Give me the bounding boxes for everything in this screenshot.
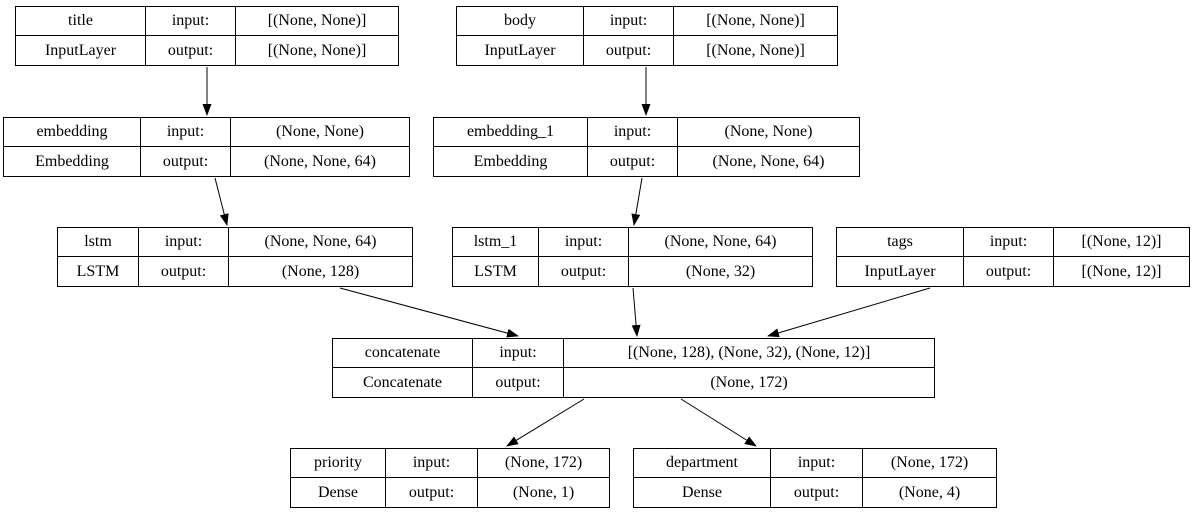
layer-type: InputLayer: [16, 36, 146, 65]
output-shape: [(None, None)]: [267, 41, 367, 59]
input-shape: (None, 172): [478, 449, 609, 478]
layer-type: InputLayer: [837, 257, 964, 286]
node-embedding_1: embedding_1 input: (None, None) Embeddin…: [433, 117, 860, 177]
input-shape: [(None, 12)]: [1054, 228, 1189, 257]
edge-lstm-concatenate: [339, 287, 519, 338]
input-shape: (None, None, 64): [629, 228, 812, 257]
input-label: input:: [588, 118, 678, 147]
input-shape: (None, None): [231, 118, 409, 147]
node-lstm: lstm input: (None, None, 64) LSTM output…: [57, 227, 413, 287]
input-label: input:: [964, 228, 1054, 257]
layer-type: Concatenate: [333, 368, 473, 397]
edge-concatenate-department: [680, 398, 757, 447]
layer-name: tags: [837, 228, 964, 257]
input-shape: [(None, None)]: [236, 7, 398, 36]
layer-type: LSTM: [453, 257, 539, 286]
layer-type: Dense: [291, 478, 386, 507]
output-shape: (None, None, 64): [264, 152, 376, 170]
input-label: input:: [473, 339, 564, 368]
output-label: output:: [473, 368, 564, 397]
edge-embedding_1-lstm_1: [631, 177, 643, 226]
layer-name: department: [634, 449, 771, 478]
output-label: output:: [139, 257, 229, 286]
node-lstm_1: lstm_1 input: (None, None, 64) LSTM outp…: [452, 227, 813, 287]
output-label: output:: [964, 257, 1054, 286]
layer-type: InputLayer: [457, 36, 584, 65]
input-label: input:: [584, 7, 674, 36]
edge-embedding-lstm: [214, 177, 229, 226]
input-shape: (None, 172): [863, 449, 996, 478]
output-label: output:: [771, 478, 863, 507]
output-shape: (None, 1): [512, 483, 575, 501]
layer-name: embedding_1: [434, 118, 588, 147]
output-label: output:: [584, 36, 674, 65]
input-label: input:: [141, 118, 231, 147]
node-embedding: embedding input: (None, None) Embedding …: [3, 117, 410, 177]
output-label: output:: [386, 478, 478, 507]
output-shape: [(None, 12)]: [1081, 262, 1162, 280]
output-shape: (None, 32): [685, 262, 756, 280]
layer-type: Embedding: [4, 147, 141, 176]
node-department: department input: (None, 172) Dense outp…: [633, 448, 997, 508]
input-shape: (None, None): [678, 118, 859, 147]
input-shape: [(None, 128), (None, 32), (None, 12)]: [564, 339, 934, 368]
layer-type: LSTM: [58, 257, 139, 286]
layer-name: lstm_1: [453, 228, 539, 257]
input-label: input:: [386, 449, 478, 478]
layer-type: Dense: [634, 478, 771, 507]
node-title: title input: [(None, None)] InputLayer o…: [15, 6, 399, 66]
node-concatenate: concatenate input: [(None, 128), (None, …: [332, 338, 935, 398]
layer-name: embedding: [4, 118, 141, 147]
edge-tags-concatenate: [767, 287, 931, 338]
node-body: body input: [(None, None)] InputLayer ou…: [456, 6, 838, 66]
layer-name: priority: [291, 449, 386, 478]
input-shape: (None, None, 64): [229, 228, 412, 257]
input-label: input:: [139, 228, 229, 257]
edge-concatenate-priority: [506, 398, 585, 447]
node-tags: tags input: [(None, 12)] InputLayer outp…: [836, 227, 1190, 287]
output-label: output:: [146, 36, 236, 65]
output-shape: (None, 128): [281, 262, 360, 280]
layer-name: body: [457, 7, 584, 36]
input-label: input:: [146, 7, 236, 36]
output-shape: (None, 4): [898, 483, 961, 501]
output-shape: (None, 172): [710, 373, 788, 391]
edge-lstm_1-concatenate: [631, 287, 641, 337]
layer-type: Embedding: [434, 147, 588, 176]
input-shape: [(None, None)]: [674, 7, 837, 36]
node-priority: priority input: (None, 172) Dense output…: [290, 448, 610, 508]
layer-name: lstm: [58, 228, 139, 257]
output-label: output:: [539, 257, 629, 286]
layer-name: concatenate: [333, 339, 473, 368]
output-label: output:: [588, 147, 678, 176]
layer-name: title: [16, 7, 146, 36]
output-shape: (None, None, 64): [712, 152, 825, 170]
output-label: output:: [141, 147, 231, 176]
input-label: input:: [539, 228, 629, 257]
output-shape: [(None, None)]: [706, 41, 805, 59]
input-label: input:: [771, 449, 863, 478]
